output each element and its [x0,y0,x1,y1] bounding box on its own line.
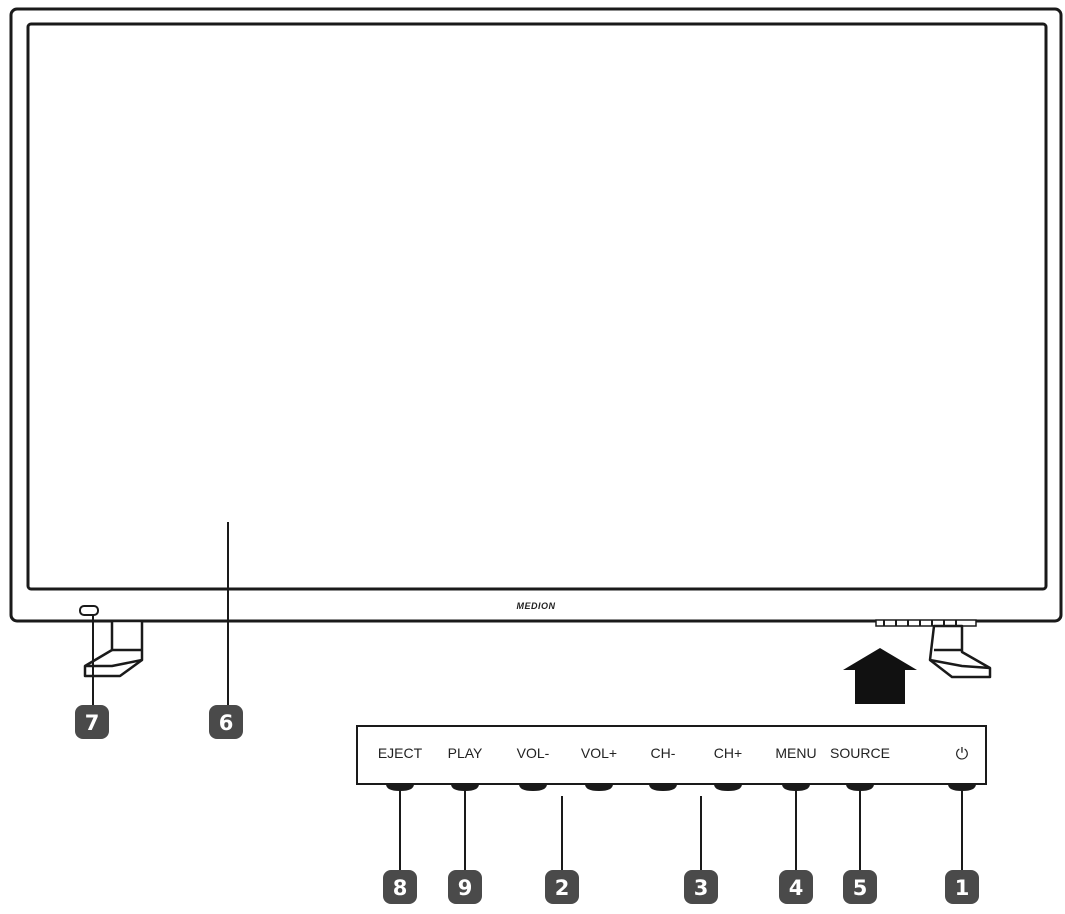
callout-eject: 8 [383,870,417,904]
callout-play: 9 [448,870,482,904]
callout-power-number: 1 [955,876,970,900]
button-volplus-nub[interactable] [585,784,613,791]
button-chminus[interactable]: CH- [649,745,677,791]
control-panel-box [356,725,987,785]
left-foot [83,619,144,678]
button-volminus-label: VOL- [517,745,550,761]
button-source[interactable]: SOURCE [830,745,890,870]
control-panel: EJECT PLAY VOL- VOL+ CH- CH+ MENU SOURCE ⏻ [356,725,987,870]
button-source-nub[interactable] [846,784,874,791]
callout-sensor-number: 7 [85,711,100,735]
callout-source: 5 [843,870,877,904]
button-eject[interactable]: EJECT [378,745,423,870]
button-source-label: SOURCE [830,745,890,761]
callout-badges: 7 6 8 9 4 5 1 2 3 [75,705,979,904]
callout-play-number: 9 [458,876,473,900]
callout-menu: 4 [779,870,813,904]
button-chplus-label: CH+ [714,745,742,761]
callout-sensor: 7 [75,705,109,739]
callout-volume: 2 [545,870,579,904]
tv-screen [26,22,1048,591]
button-chminus-nub[interactable] [649,784,677,791]
callout-screen: 6 [209,705,243,739]
callout-eject-number: 8 [393,876,408,900]
button-eject-label: EJECT [378,745,423,761]
callout-power: 1 [945,870,979,904]
button-volplus-label: VOL+ [581,745,617,761]
callout-screen-number: 6 [219,711,234,735]
button-power-nub[interactable] [948,784,976,791]
callout-channel: 3 [684,870,718,904]
button-chplus[interactable]: CH+ [714,745,742,791]
callout-channel-number: 3 [694,876,709,900]
button-eject-nub[interactable] [386,784,414,791]
button-chminus-label: CH- [651,745,676,761]
button-menu-label: MENU [775,745,816,761]
power-icon: ⏻ [956,744,969,763]
button-chplus-nub[interactable] [714,784,742,791]
right-foot [928,624,992,679]
callout-source-number: 5 [853,876,868,900]
tv-housing: MEDION [9,7,1063,627]
button-menu[interactable]: MENU [775,745,817,870]
button-power[interactable]: ⏻ [948,744,976,870]
callout-volume-number: 2 [555,876,570,900]
button-play[interactable]: PLAY [448,745,483,870]
button-menu-nub[interactable] [782,784,810,791]
arrow-up-icon [843,648,917,704]
brand-logo: MEDION [517,601,556,611]
button-play-label: PLAY [448,745,483,761]
button-volminus-nub[interactable] [519,784,547,791]
button-play-nub[interactable] [451,784,479,791]
button-volplus[interactable]: VOL+ [581,745,617,791]
control-buttons: EJECT PLAY VOL- VOL+ CH- CH+ MENU SOURCE ⏻ [378,744,976,870]
button-volminus[interactable]: VOL- [517,745,550,791]
callout-menu-number: 4 [789,876,804,900]
control-strip-mark [875,619,977,627]
ir-sensor [79,605,99,616]
